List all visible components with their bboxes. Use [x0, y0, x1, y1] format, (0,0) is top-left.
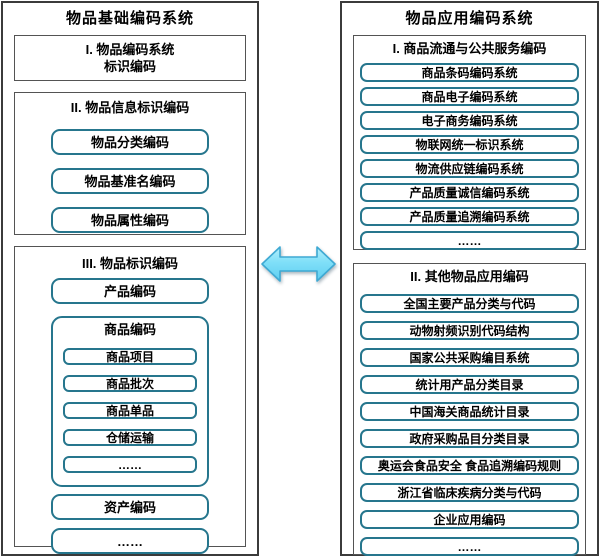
item-box: 商品单品	[63, 402, 197, 419]
item-box: 政府采购品目分类目录	[360, 429, 579, 448]
item-box: ……	[63, 456, 197, 473]
section-title-line: 标识编码	[103, 59, 156, 74]
section-title-line: I. 物品编码系统	[85, 42, 175, 57]
group-title: 商品编码	[103, 322, 156, 337]
basic-coding-system-panel: 物品基础编码系统 I. 物品编码系统 标识编码 II. 物品信息标识编码 物品分…	[1, 1, 259, 556]
section-title: III. 物品标识编码	[81, 256, 179, 271]
item-box: 物品基准名编码	[51, 168, 209, 194]
section-item-identification-coding: III. 物品标识编码 产品编码 商品编码 商品项目 商品批次 商品单品 仓储运…	[14, 246, 246, 554]
section-item-coding-identification: I. 物品编码系统 标识编码	[14, 35, 246, 81]
item-box: 商品电子编码系统	[360, 87, 579, 106]
item-box: 物流供应链编码系统	[360, 159, 579, 178]
item-box: 商品批次	[63, 375, 197, 392]
commodity-coding-group: 商品编码 商品项目 商品批次 商品单品 仓储运输 ……	[51, 316, 209, 487]
item-box: 中国海关商品统计目录	[360, 402, 579, 421]
item-box: 统计用产品分类目录	[360, 375, 579, 394]
item-box: 商品条码编码系统	[360, 63, 579, 82]
item-box: 物品分类编码	[51, 129, 209, 155]
item-box: 资产编码	[51, 494, 209, 520]
section-title: I. 商品流通与公共服务编码	[392, 41, 547, 56]
item-box: 电子商务编码系统	[360, 111, 579, 130]
item-box: 产品质量追溯编码系统	[360, 207, 579, 226]
double-arrow-icon	[261, 244, 339, 286]
section-other-item-application-coding: II. 其他物品应用编码 全国主要产品分类与代码 动物射频识别代码结构 国家公共…	[353, 263, 586, 556]
item-box: ……	[360, 231, 579, 250]
item-box: 产品质量诚信编码系统	[360, 183, 579, 202]
right-panel-title: 物品应用编码系统	[405, 10, 534, 27]
section-item-info-identification-coding: II. 物品信息标识编码 物品分类编码 物品基准名编码 物品属性编码	[14, 92, 246, 235]
item-box: 奥运会食品安全 食品追溯编码规则	[360, 456, 579, 475]
item-box: 物联网统一标识系统	[360, 135, 579, 154]
item-box: ……	[360, 537, 579, 556]
item-box: 动物射频识别代码结构	[360, 321, 579, 340]
item-box: 产品编码	[51, 278, 209, 304]
item-box: 国家公共采购编目系统	[360, 348, 579, 367]
left-panel-title: 物品基础编码系统	[65, 10, 194, 27]
item-box: ……	[51, 528, 209, 554]
item-box: 企业应用编码	[360, 510, 579, 529]
item-box: 物品属性编码	[51, 207, 209, 233]
section-title: II. 物品信息标识编码	[70, 100, 190, 115]
application-coding-system-panel: 物品应用编码系统 I. 商品流通与公共服务编码 商品条码编码系统 商品电子编码系…	[340, 1, 599, 556]
item-box: 全国主要产品分类与代码	[360, 294, 579, 313]
item-box: 商品项目	[63, 348, 197, 365]
section-commodity-circulation-public-service-coding: I. 商品流通与公共服务编码 商品条码编码系统 商品电子编码系统 电子商务编码系…	[353, 35, 586, 250]
item-box: 仓储运输	[63, 429, 197, 446]
section-title: II. 其他物品应用编码	[410, 269, 529, 284]
item-box: 浙江省临床疾病分类与代码	[360, 483, 579, 502]
